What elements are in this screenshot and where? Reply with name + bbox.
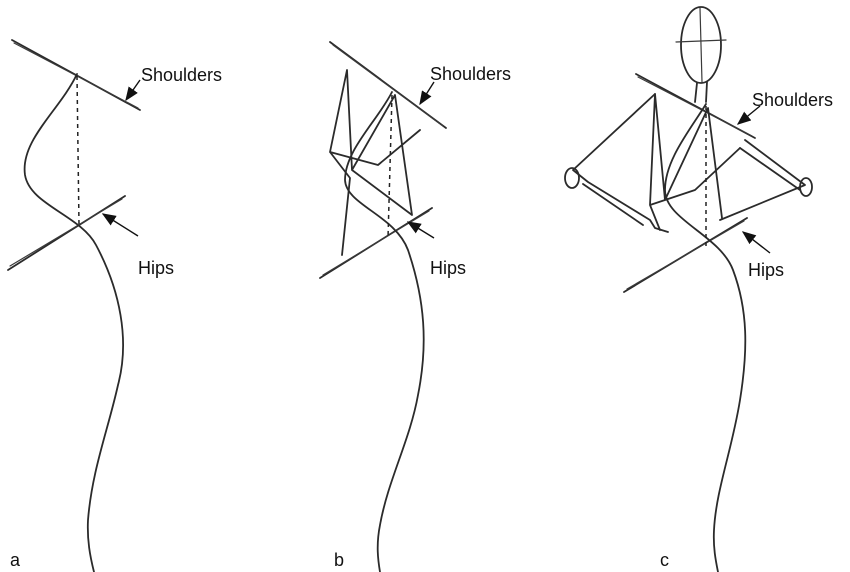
hip-line-sketch — [10, 199, 122, 266]
panel-label-a: a — [10, 550, 21, 570]
torso-dashed-line — [388, 95, 392, 238]
shoulders-label: Shoulders — [430, 64, 511, 84]
panel-label-c: c — [660, 550, 669, 570]
hips-arrow — [408, 222, 434, 238]
figure-c: Shoulders Hips c — [565, 7, 833, 572]
hips-label: Hips — [748, 260, 784, 280]
spine-curve — [345, 92, 424, 572]
panel-label-b: b — [334, 550, 344, 570]
torso-box — [650, 94, 740, 230]
shoulders-label: Shoulders — [752, 90, 833, 110]
shoulders-arrow — [126, 80, 140, 100]
hips-arrow — [743, 232, 770, 253]
hips-label: Hips — [430, 258, 466, 278]
right-arm — [720, 140, 805, 220]
hip-line-sketch — [627, 221, 744, 289]
hips-label: Hips — [138, 258, 174, 278]
torso-dashed-line — [77, 76, 79, 225]
figure-a: Shoulders Hips a — [8, 40, 222, 572]
figure-b: Shoulders Hips b — [320, 42, 511, 572]
hips-arrow — [103, 214, 138, 236]
neck — [695, 82, 707, 102]
head-guide-vertical — [700, 8, 702, 82]
left-hand — [565, 168, 579, 188]
shoulders-arrow — [420, 82, 434, 104]
spine-curve — [25, 74, 124, 572]
shoulders-label: Shoulders — [141, 65, 222, 85]
